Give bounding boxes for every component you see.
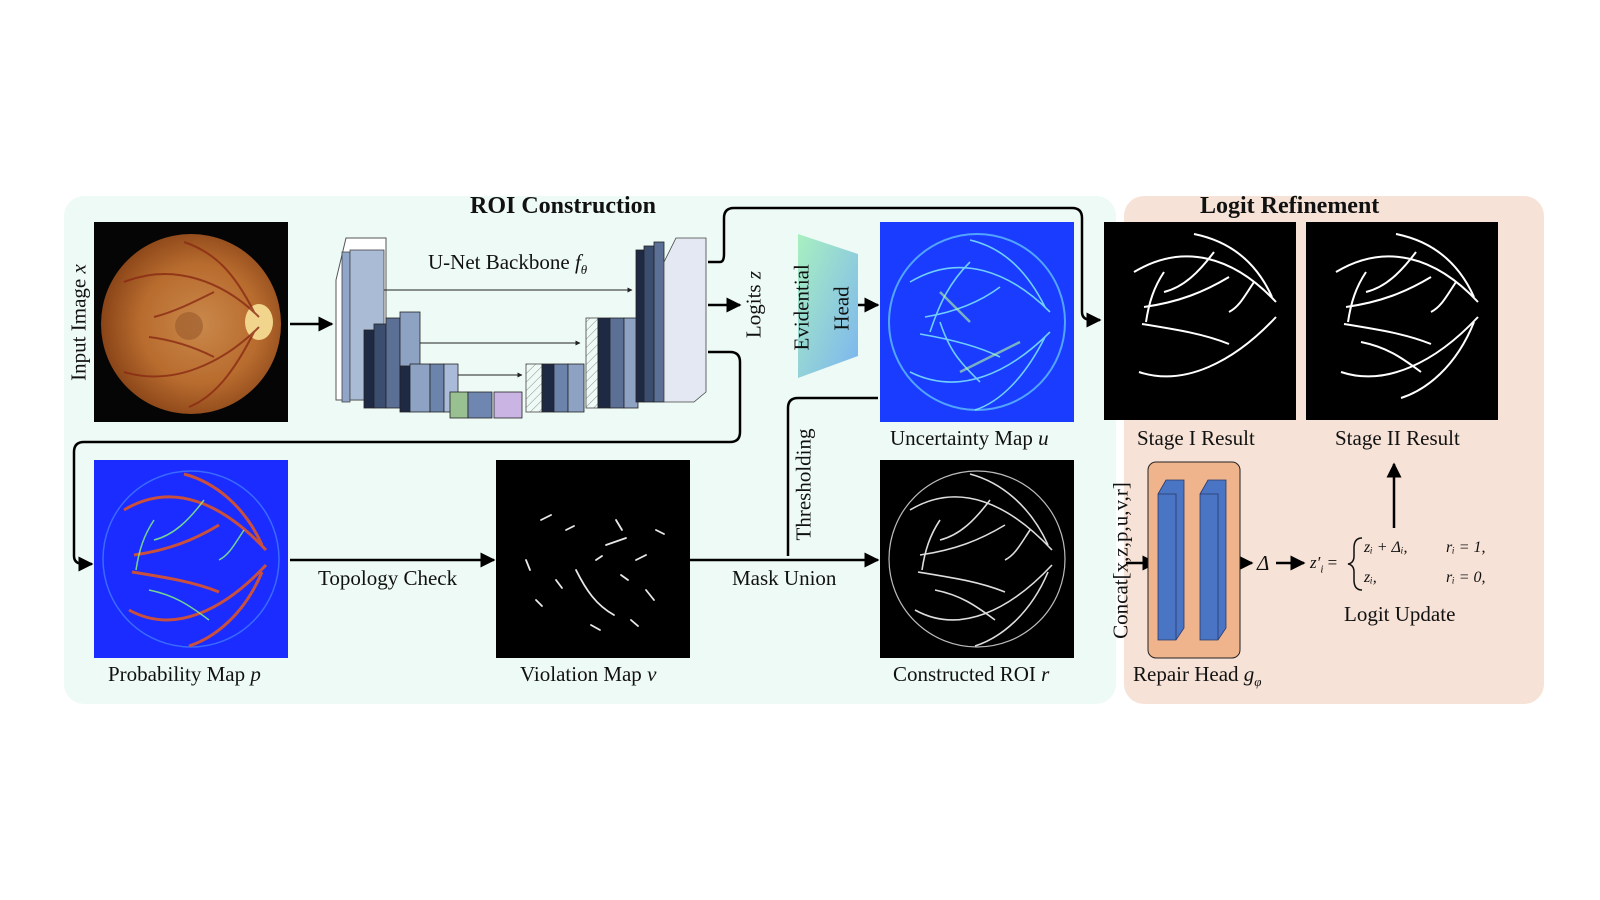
violation-map-image bbox=[496, 460, 690, 658]
input-fundus-image bbox=[94, 222, 288, 422]
equation-case2-cond: rᵢ = 0, bbox=[1446, 569, 1486, 586]
mask-union-label: Mask Union bbox=[732, 566, 837, 590]
equation-case1-cond: rᵢ = 1, bbox=[1446, 539, 1486, 556]
constructed-roi-label: Constructed ROI r bbox=[893, 662, 1050, 686]
stage1-result-label: Stage I Result bbox=[1137, 426, 1255, 450]
equation-lhs: z′i = bbox=[1310, 553, 1338, 576]
unet-backbone-label: U-Net Backbone fθ bbox=[428, 250, 588, 278]
stage1-result-image bbox=[1104, 222, 1296, 420]
topology-check-label: Topology Check bbox=[318, 566, 458, 590]
repair-head-label: Repair Head gφ bbox=[1133, 662, 1262, 690]
stage2-result-label: Stage II Result bbox=[1335, 426, 1460, 450]
logit-update-label: Logit Update bbox=[1344, 602, 1456, 626]
thresholding-label: Thresholding bbox=[791, 428, 816, 541]
uncertainty-map-image bbox=[880, 222, 1074, 422]
delta-symbol: Δ bbox=[1257, 551, 1270, 575]
concat-label: Concat[x,z,p,u,v,r] bbox=[1108, 482, 1133, 639]
violation-map-label: Violation Map v bbox=[520, 662, 657, 686]
equation-case2-expr: zᵢ, bbox=[1364, 569, 1377, 586]
unet-backbone-blocks bbox=[335, 237, 707, 419]
evidential-head-shape bbox=[798, 234, 858, 378]
flow-arrows bbox=[72, 206, 1402, 572]
probability-map-label: Probability Map p bbox=[108, 662, 261, 686]
logit-refinement-title: Logit Refinement bbox=[1200, 193, 1380, 219]
logits-label: Logits z bbox=[741, 270, 766, 339]
constructed-roi-image bbox=[880, 460, 1074, 658]
roi-construction-title: ROI Construction bbox=[470, 193, 657, 219]
uncertainty-map-label: Uncertainty Map u bbox=[890, 426, 1049, 450]
evidential-label-line1: Evidential bbox=[789, 264, 814, 351]
repair-head-blocks bbox=[1157, 479, 1227, 641]
probability-map-image bbox=[94, 460, 288, 658]
stage2-result-image bbox=[1306, 222, 1498, 420]
equation-case1-expr: zᵢ + Δᵢ, bbox=[1364, 539, 1408, 556]
evidential-label-line2: Head bbox=[829, 286, 854, 331]
